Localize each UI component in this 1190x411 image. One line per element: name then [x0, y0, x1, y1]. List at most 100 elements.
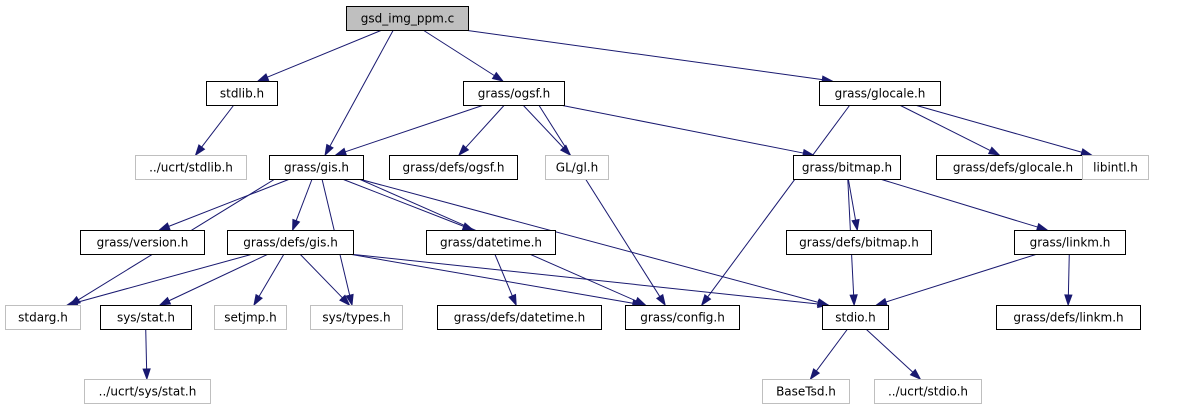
- edge-root-to-stdlib: [256, 29, 383, 82]
- edge-line: [295, 178, 313, 221]
- edge-root-to-gis: [324, 29, 394, 157]
- node-label: stdlib.h: [220, 87, 264, 101]
- arrowhead-icon: [1064, 294, 1073, 307]
- node-defs_linkm[interactable]: grass/defs/linkm.h: [996, 305, 1141, 330]
- node-config[interactable]: grass/config.h: [625, 305, 740, 330]
- node-label: GL/gl.h: [556, 161, 598, 175]
- node-box: [545, 155, 609, 180]
- node-label: grass/glocale.h: [835, 87, 926, 101]
- node-box: [874, 379, 982, 404]
- node-label: grass/defs/ogsf.h: [403, 161, 505, 175]
- edge-linkm-to-stdio: [875, 253, 1038, 306]
- node-systypes: sys/types.h: [310, 305, 403, 330]
- node-label: stdarg.h: [18, 311, 68, 325]
- edge-line: [258, 253, 285, 297]
- edge-stdlib-to-ucrt_stdlib: [194, 104, 235, 157]
- arrowhead-icon: [157, 222, 171, 231]
- node-defs_glocale[interactable]: grass/defs/glocale.h: [936, 155, 1090, 180]
- arrowhead-icon: [491, 71, 505, 82]
- node-box: [135, 155, 247, 180]
- arrowhead-icon: [334, 147, 348, 156]
- arrowhead-icon: [324, 143, 334, 157]
- node-defs_bitmap[interactable]: grass/defs/bitmap.h: [786, 230, 932, 255]
- node-label: grass/datetime.h: [440, 236, 542, 250]
- node-label: grass/defs/gis.h: [243, 236, 338, 250]
- arrowhead-icon: [849, 294, 858, 307]
- node-ucrt_stdlib: ../ucrt/stdlib.h: [135, 155, 247, 180]
- node-label: sys/types.h: [322, 311, 390, 325]
- node-bitmap[interactable]: grass/bitmap.h: [793, 155, 901, 180]
- node-stdlib[interactable]: stdlib.h: [206, 81, 278, 106]
- node-label: grass/linkm.h: [1030, 236, 1111, 250]
- node-defs_gis[interactable]: grass/defs/gis.h: [227, 230, 354, 255]
- node-label: grass/defs/linkm.h: [1013, 311, 1123, 325]
- node-label: BaseTsd.h: [776, 385, 836, 399]
- arrowhead-icon: [987, 146, 1001, 156]
- edge-stdio-to-basetsd: [809, 328, 848, 381]
- node-box: [822, 305, 889, 330]
- edge-glocale-to-config: [700, 104, 851, 307]
- node-label: grass/defs/datetime.h: [454, 311, 586, 325]
- node-box: [346, 6, 469, 31]
- node-box: [426, 230, 556, 255]
- node-linkm[interactable]: grass/linkm.h: [1014, 230, 1126, 255]
- edge-line: [267, 29, 383, 78]
- edge-line: [348, 253, 819, 305]
- node-label: ../ucrt/stdlib.h: [149, 161, 233, 175]
- node-datetime[interactable]: grass/datetime.h: [426, 230, 556, 255]
- node-sysstat[interactable]: sys/stat.h: [100, 305, 192, 330]
- edge-line: [341, 178, 464, 227]
- edge-line: [816, 328, 848, 372]
- edge-bitmap-to-linkm: [879, 178, 1049, 231]
- node-label: grass/bitmap.h: [802, 161, 892, 175]
- node-box: [227, 230, 354, 255]
- node-label: libintl.h: [1093, 161, 1138, 175]
- node-version[interactable]: grass/version.h: [80, 230, 205, 255]
- node-box: [1014, 230, 1126, 255]
- edge-line: [463, 29, 823, 81]
- edge-line: [168, 253, 269, 302]
- arrowhead-icon: [851, 218, 860, 232]
- arrowhead-icon: [700, 294, 712, 307]
- arrowhead-icon: [142, 368, 151, 381]
- node-label: grass/gis.h: [284, 161, 349, 175]
- node-label: setjmp.h: [224, 311, 276, 325]
- node-label: grass/defs/bitmap.h: [799, 236, 919, 250]
- node-box: [625, 305, 740, 330]
- edge-line: [522, 104, 564, 149]
- node-box: [269, 155, 364, 180]
- node-glocale[interactable]: grass/glocale.h: [819, 81, 941, 106]
- edge-line: [145, 328, 148, 370]
- node-box: [762, 379, 850, 404]
- edge-gis-to-version: [157, 178, 291, 231]
- edge-defs_gis-to-sysstat: [158, 253, 269, 306]
- edge-line: [465, 104, 505, 148]
- edge-line: [422, 29, 495, 77]
- edge-line: [538, 104, 661, 297]
- node-stdio[interactable]: stdio.h: [822, 305, 889, 330]
- edge-bitmap-to-defs_bitmap: [847, 178, 860, 232]
- arrowhead-icon: [345, 293, 354, 307]
- arrowhead-icon: [158, 296, 172, 306]
- edge-stdio-to-ucrt_stdio: [865, 328, 922, 381]
- node-defs_ogsf[interactable]: grass/defs/ogsf.h: [389, 155, 518, 180]
- nodes-layer: gsd_img_ppm.c stdlib.h grass/ogsf.h grass/g…: [5, 6, 1149, 404]
- node-box: [996, 305, 1141, 330]
- node-box: [819, 81, 941, 106]
- node-defs_datetime[interactable]: grass/defs/datetime.h: [437, 305, 602, 330]
- node-ogsf[interactable]: grass/ogsf.h: [463, 81, 565, 106]
- arrowhead-icon: [292, 218, 301, 232]
- node-root[interactable]: gsd_img_ppm.c: [346, 6, 469, 31]
- arrowhead-icon: [559, 144, 572, 157]
- edge-linkm-to-defs_linkm: [1064, 253, 1073, 307]
- node-glgl: GL/gl.h: [545, 155, 609, 180]
- node-label: gsd_img_ppm.c: [361, 12, 454, 26]
- arrowhead-icon: [1035, 222, 1049, 231]
- edge-line: [847, 178, 857, 221]
- node-gis[interactable]: grass/gis.h: [269, 155, 364, 180]
- arrowhead-icon: [458, 144, 470, 157]
- node-box: [389, 155, 518, 180]
- edge-line: [914, 104, 1082, 153]
- arrowhead-icon: [339, 294, 351, 307]
